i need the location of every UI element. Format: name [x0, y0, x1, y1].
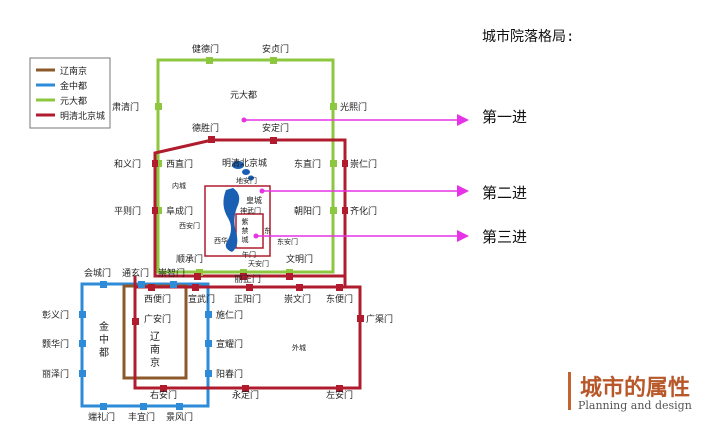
- label-shenwu: 神武门: [240, 206, 261, 215]
- imperial-city-wall: [204, 185, 271, 257]
- lakes: [223, 161, 254, 252]
- label-zijincheng: 紫禁城: [242, 218, 249, 244]
- ming-outer-city-wall: [133, 276, 362, 390]
- label-waicheng: 外城: [292, 343, 306, 352]
- forbidden-city-wall: [235, 213, 264, 249]
- gate-heyi: 和义门: [114, 158, 141, 170]
- label-jinzhongdu: 金中都: [99, 320, 109, 359]
- gate-desheng: 德胜门: [192, 122, 219, 134]
- gate-youanmen: 右安门: [150, 389, 177, 401]
- legend-label-yuan: 元大都: [60, 95, 87, 107]
- level-2-label: 第二进: [482, 184, 528, 202]
- legend-label-liao: 辽南京: [60, 65, 87, 77]
- gate-tongxuan: 通玄门: [122, 267, 149, 279]
- gate-markers: [79, 57, 364, 410]
- legend-label-jin: 金中都: [60, 80, 87, 92]
- label-mingqing: 明清北京城: [222, 157, 267, 169]
- gate-dongbian: 东便门: [326, 293, 353, 305]
- label-huangcheng: 皇城: [246, 195, 262, 205]
- gate-huicheng: 会城门: [84, 267, 111, 279]
- gate-lizheng: 丽正门: [234, 273, 261, 285]
- gate-dongzhi: 东直门: [294, 158, 321, 170]
- gate-guangxi: 光熙门: [340, 101, 367, 113]
- gate-yongding: 永定门: [232, 389, 259, 401]
- gate-chaoyang: 朝阳门: [294, 205, 321, 217]
- gate-xibian: 西便门: [144, 293, 171, 305]
- gate-shuncheng: 顺承门: [176, 253, 203, 265]
- gate-labels: 健德门 安贞门 肃清门 光熙门 德胜门 安定门 和义门 西直门 东直门 崇仁门 …: [42, 43, 393, 423]
- label-dianyuan: 地安门: [236, 176, 257, 185]
- vertical-labels: 金中都 辽南京 紫禁城: [99, 218, 249, 369]
- brand-title: 城市的属性: [580, 376, 691, 401]
- gate-anding: 安定门: [262, 122, 289, 134]
- gate-wenming: 文明门: [286, 253, 313, 265]
- label-xihua: 西华: [214, 236, 228, 245]
- gate-xuanwu: 宣武门: [188, 293, 215, 305]
- gate-fucheng: 阜成门: [166, 205, 193, 217]
- label-wumen: 午门: [242, 250, 256, 259]
- gate-anzhen: 安贞门: [262, 43, 289, 55]
- gate-zuoanmen: 左安门: [326, 389, 353, 401]
- label-liaonanjing: 辽南京: [150, 331, 160, 369]
- legend-label-ming: 明清北京城: [60, 110, 105, 122]
- gate-zhengyang: 正阳门: [234, 293, 261, 305]
- label-tiananmen: 天安门: [248, 259, 269, 268]
- brand-bar: [568, 372, 571, 410]
- gate-duanli: 端礼门: [88, 411, 115, 423]
- gate-chongzhi: 崇智门: [158, 267, 185, 279]
- gate-chongwen: 崇文门: [284, 293, 311, 305]
- gate-qihua: 齐化门: [350, 205, 377, 217]
- gate-zhangyi: 彰义门: [42, 309, 69, 321]
- gate-yangchun: 阳春门: [216, 368, 243, 380]
- gate-fengyi: 丰宜门: [128, 411, 155, 423]
- label-xianmen: 西安门: [179, 221, 200, 230]
- gate-jiande: 健德门: [192, 43, 219, 55]
- gate-suqing: 肃清门: [112, 101, 139, 113]
- page-heading: 城市院落格局:: [482, 29, 575, 45]
- gate-xuanyao: 宣耀门: [216, 338, 243, 350]
- label-dongan: 东安门: [277, 237, 298, 246]
- gate-haohua: 颢华门: [42, 338, 69, 350]
- label-neicheng: 内城: [172, 181, 186, 190]
- gate-guanganmen: 广安门: [144, 313, 171, 325]
- brand-subtitle: Planning and design: [578, 399, 692, 412]
- area-labels: 元大都 明清北京城 内城 外城 地安门 皇城 神武门 西安门 东 东安门 西华 …: [172, 89, 306, 352]
- gate-pingze: 平则门: [114, 205, 141, 217]
- gate-guangqu: 广渠门: [366, 313, 393, 325]
- level-1-label: 第一进: [482, 108, 528, 126]
- label-dong: 东: [264, 226, 271, 235]
- level-3-label: 第三进: [482, 228, 528, 246]
- gate-xizhi: 西直门: [166, 158, 193, 170]
- gate-shiren: 施仁门: [216, 309, 243, 321]
- legend: 辽南京 金中都 元大都 明清北京城: [29, 57, 111, 129]
- brand-block: 城市的属性 Planning and design: [560, 368, 720, 418]
- gate-liyang: 丽泽门: [42, 368, 69, 380]
- label-yuandadu: 元大都: [230, 89, 257, 101]
- gate-chongren: 崇仁门: [350, 158, 377, 170]
- gate-jingfeng: 景风门: [166, 411, 193, 423]
